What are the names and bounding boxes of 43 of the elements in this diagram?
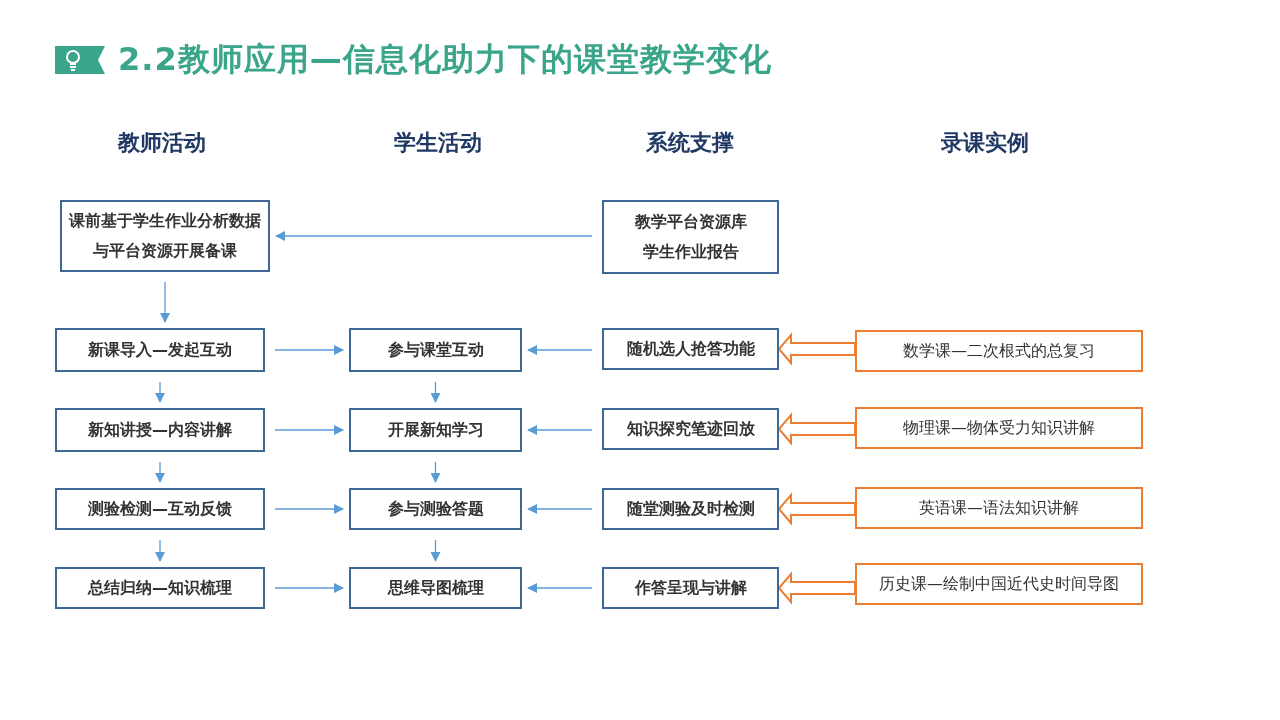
block-arrow xyxy=(777,571,856,605)
process-box: 作答呈现与讲解 xyxy=(602,567,779,609)
block-arrow xyxy=(777,332,856,366)
arrow xyxy=(274,583,344,593)
example-box: 历史课—绘制中国近代史时间导图 xyxy=(855,563,1143,605)
arrow xyxy=(527,504,593,514)
process-box: 课前基于学生作业分析数据与平台资源开展备课 xyxy=(60,200,270,272)
process-box: 教学平台资源库 学生作业报告 xyxy=(602,200,779,274)
arrow xyxy=(160,281,170,323)
arrow xyxy=(155,461,165,483)
arrow xyxy=(155,539,165,562)
process-box: 知识探究笔迹回放 xyxy=(602,408,779,450)
arrow xyxy=(527,345,593,355)
arrow xyxy=(155,381,165,403)
arrow xyxy=(430,539,441,562)
process-box: 总结归纳—知识梳理 xyxy=(55,567,265,609)
arrow xyxy=(274,504,344,514)
title: 2.2教师应用—信息化助力下的课堂教学变化 xyxy=(118,39,772,80)
column-heading: 录课实例 xyxy=(941,129,1029,157)
process-box: 新课导入—发起互动 xyxy=(55,328,265,372)
arrow xyxy=(274,425,344,435)
example-box: 物理课—物体受力知识讲解 xyxy=(855,407,1143,449)
arrow xyxy=(527,583,593,593)
process-box: 参与测验答题 xyxy=(349,488,522,530)
arrow xyxy=(275,231,593,241)
example-box: 英语课—语法知识讲解 xyxy=(855,487,1143,529)
arrow xyxy=(274,345,344,355)
block-arrow xyxy=(777,412,856,446)
process-box: 开展新知学习 xyxy=(349,408,522,452)
process-box: 测验检测—互动反馈 xyxy=(55,488,265,530)
process-box: 参与课堂互动 xyxy=(349,328,522,372)
arrow xyxy=(430,461,441,483)
process-box: 思维导图梳理 xyxy=(349,567,522,609)
arrow xyxy=(430,381,441,403)
column-heading: 学生活动 xyxy=(394,129,482,157)
example-box: 数学课—二次根式的总复习 xyxy=(855,330,1143,372)
column-heading: 系统支撑 xyxy=(646,129,734,157)
process-box: 随机选人抢答功能 xyxy=(602,328,779,370)
process-box: 随堂测验及时检测 xyxy=(602,488,779,530)
process-box: 新知讲授—内容讲解 xyxy=(55,408,265,452)
arrow xyxy=(527,425,593,435)
block-arrow xyxy=(777,492,856,526)
column-heading: 教师活动 xyxy=(118,129,206,157)
